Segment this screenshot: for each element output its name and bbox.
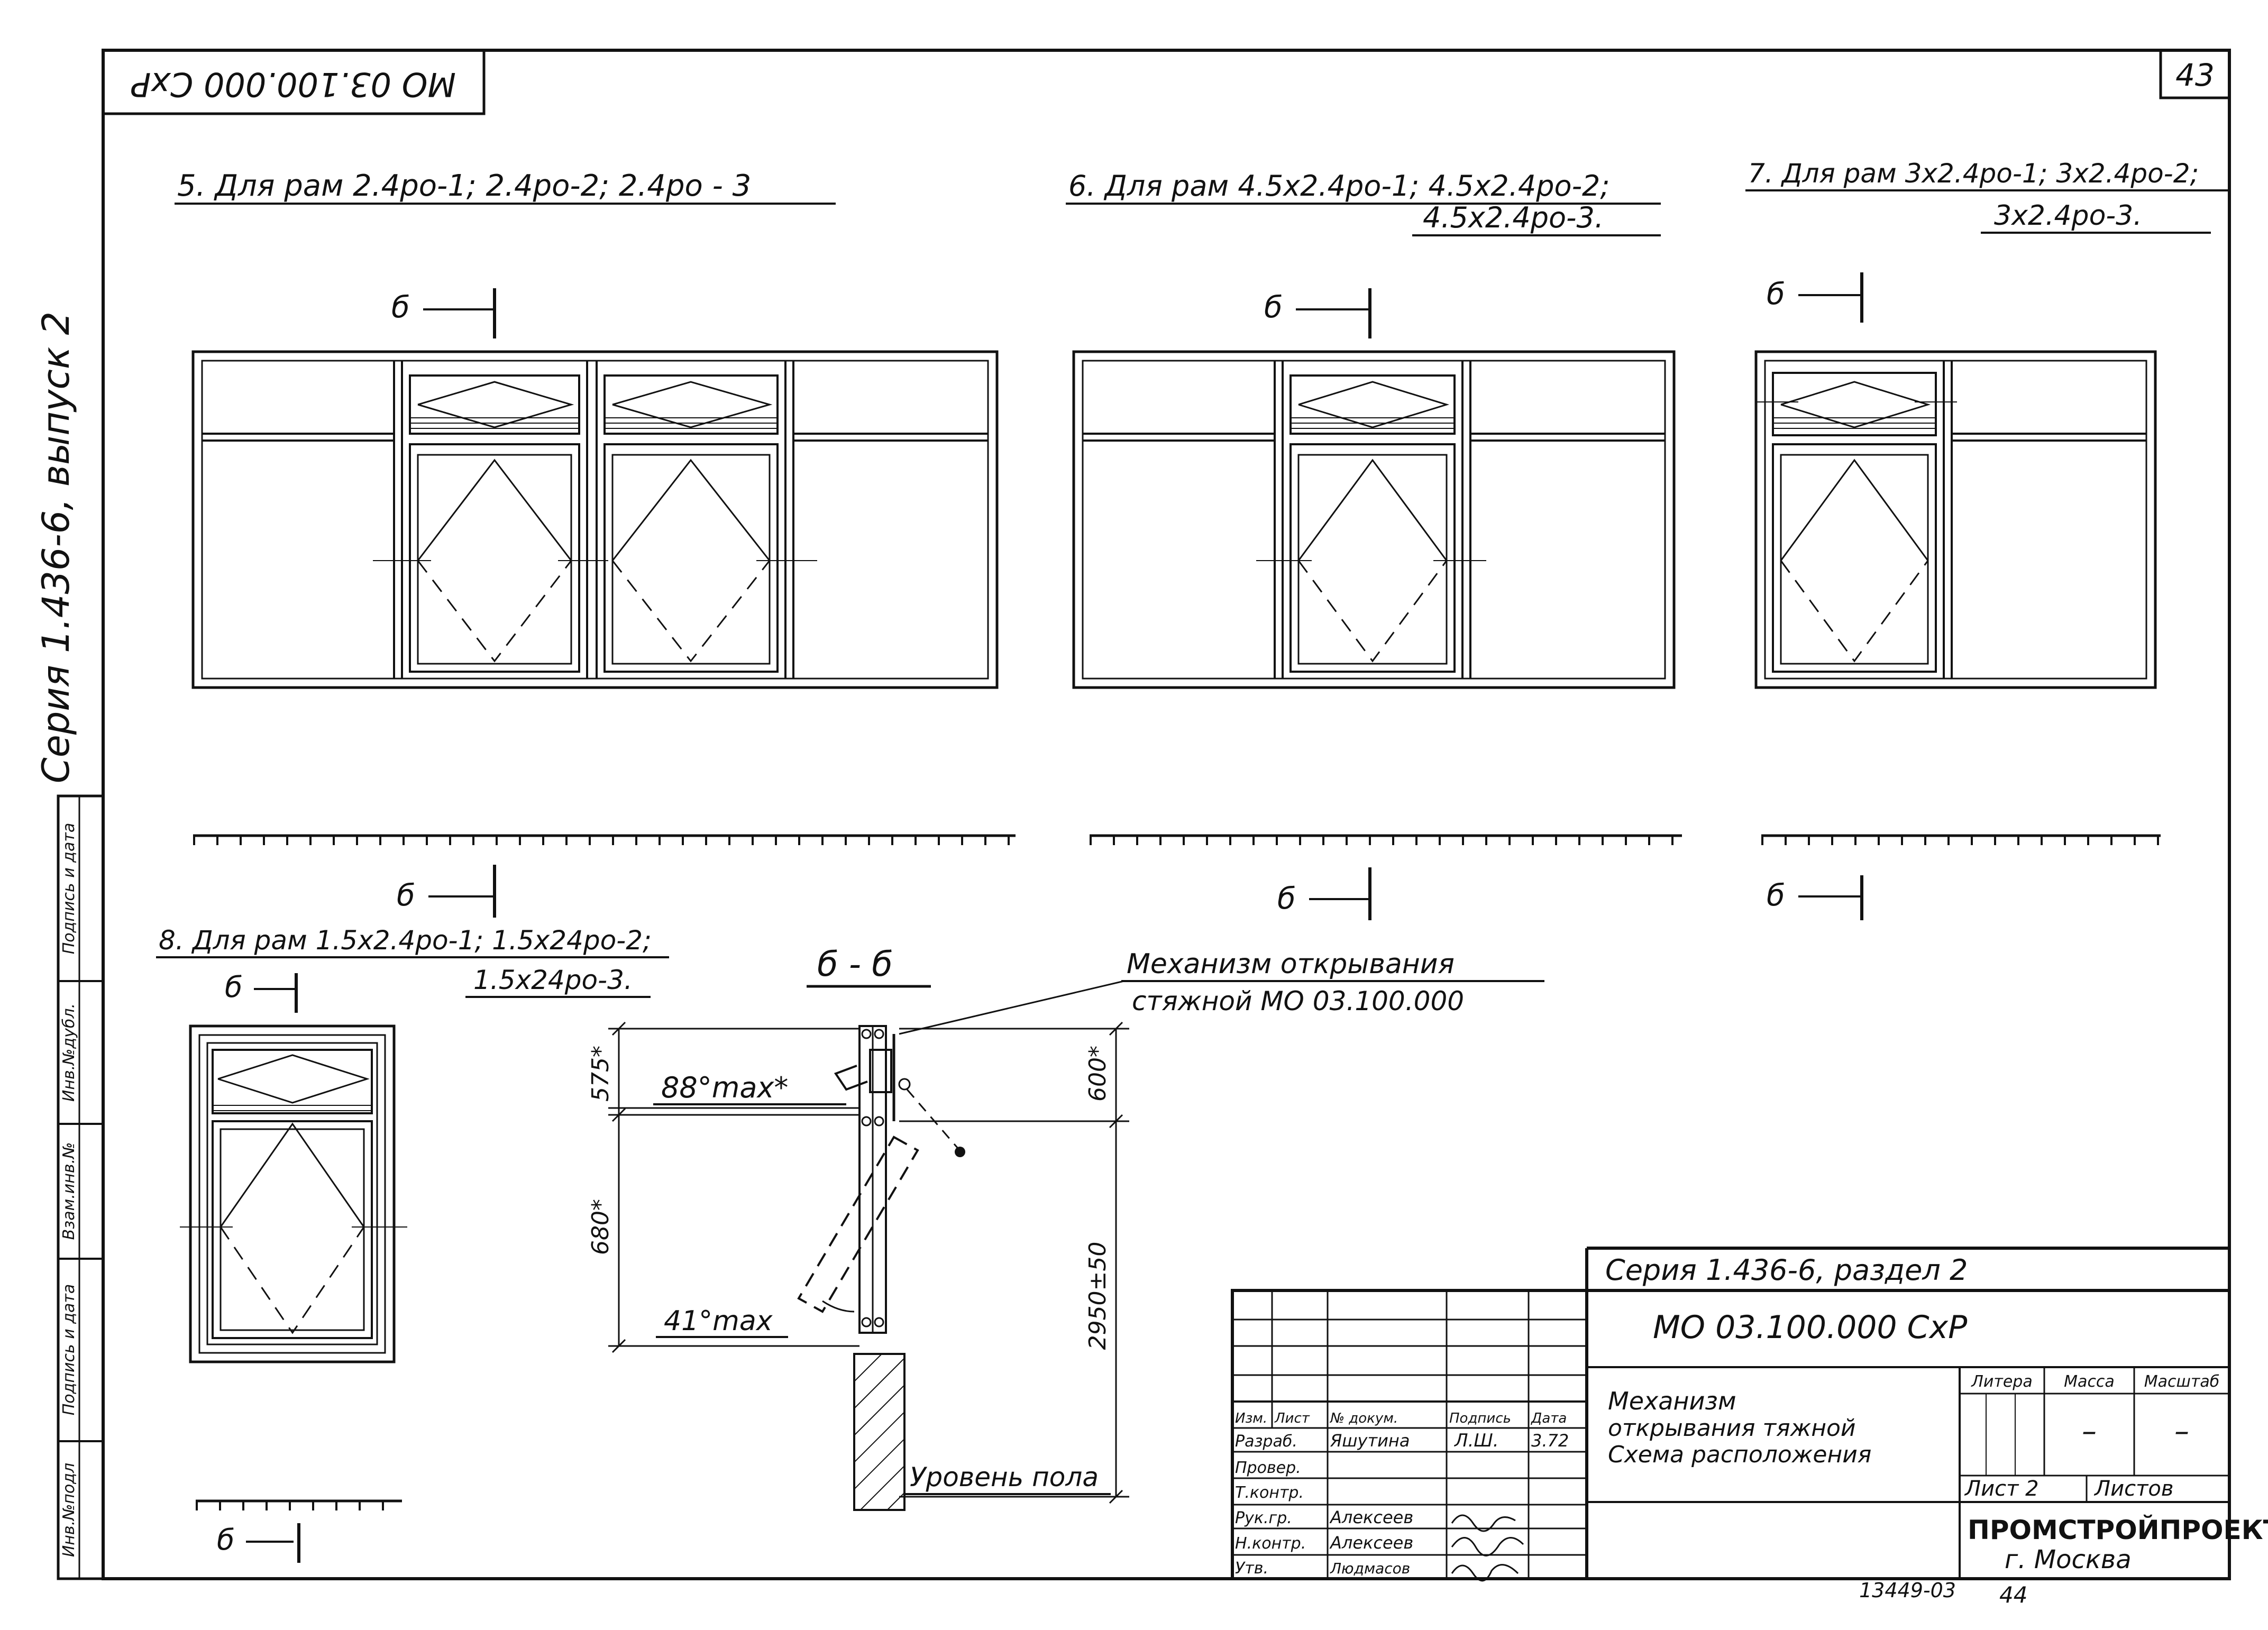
side-label-replace: Взам.инв.№ bbox=[60, 1142, 78, 1240]
section-8-title-1: 8. Для рам 1.5х2.4ро-1; 1.5х24ро-2; bbox=[159, 925, 652, 956]
stamp-code: МО 03.100.000 СхР bbox=[131, 65, 456, 104]
side-series-label: Серия 1.436-6, выпуск 2 bbox=[34, 312, 78, 783]
title-block bbox=[1231, 1247, 2231, 1580]
cut-mark-6-bottom: б bbox=[1277, 882, 1296, 916]
section-6: 6. Для рам 4.5х2.4ро-1; 4.5х2.4ро-2; 4.5… bbox=[1066, 169, 1682, 920]
tb-series: Серия 1.436-6, раздел 2 bbox=[1605, 1253, 1968, 1287]
side-label-sign-1: Подпись и дата bbox=[60, 1284, 78, 1416]
tb-sig-razrab: Л.Ш. bbox=[1453, 1430, 1499, 1451]
tb-role-nkontr: Н.контр. bbox=[1235, 1534, 1306, 1553]
section-6-title-2: 4.5х2.4ро-3. bbox=[1423, 201, 1604, 234]
tb-code: МО 03.100.000 СхР bbox=[1653, 1309, 1968, 1346]
dim-575: 575* bbox=[587, 1046, 614, 1102]
section-5: 5. Для рам 2.4ро-1; 2.4ро-2; 2.4ро - 3 б… bbox=[175, 169, 1016, 918]
tb-org: ПРОМСТРОЙПРОЕКТ bbox=[1968, 1514, 2268, 1545]
sheet-frame bbox=[57, 49, 2231, 1580]
tb-scale-value: – bbox=[2174, 1414, 2189, 1449]
tb-name-razrab: Яшутина bbox=[1330, 1431, 1410, 1451]
cut-mark-7-top: б bbox=[1767, 277, 1785, 312]
tb-header-izm: Изм. bbox=[1235, 1411, 1267, 1426]
mechanism-label-1: Механизм открывания bbox=[1127, 948, 1455, 980]
tb-sheet: Лист 2 bbox=[1964, 1477, 2039, 1501]
tb-role-razrab: Разраб. bbox=[1235, 1432, 1297, 1451]
tb-header-doc: № докум. bbox=[1329, 1411, 1398, 1426]
side-label-inv: Инв.№подл bbox=[60, 1463, 78, 1557]
tb-role-utv: Утв. bbox=[1235, 1559, 1268, 1578]
tb-col-massa: Масса bbox=[2064, 1372, 2115, 1391]
section-7-title-2: 3х2.4ро-3. bbox=[1994, 200, 2142, 232]
section-bb-title: б - б bbox=[817, 945, 893, 984]
tb-name-utv: Людмасов bbox=[1330, 1560, 1410, 1577]
section-8: 8. Для рам 1.5х2.4ро-1; 1.5х24ро-2; 1.5х… bbox=[156, 925, 669, 1563]
side-label-dup: Инв.№дубл. bbox=[60, 1003, 78, 1102]
tb-role-rukgr: Рук.гр. bbox=[1235, 1509, 1292, 1527]
tb-header-list: Лист bbox=[1274, 1411, 1310, 1426]
tb-role-prover: Провер. bbox=[1235, 1459, 1301, 1477]
section-8-title-2: 1.5х24ро-3. bbox=[473, 965, 633, 995]
tb-col-litera: Литера bbox=[1971, 1372, 2032, 1391]
section-bb: б - б Механизм открывания стяжной МО 03.… bbox=[587, 945, 1544, 1511]
tb-header-date: Дата bbox=[1531, 1411, 1567, 1426]
cut-mark-6-top: б bbox=[1264, 290, 1283, 325]
cut-mark-7-bottom: б bbox=[1767, 878, 1785, 913]
tb-col-scale: Масштаб bbox=[2144, 1372, 2220, 1391]
sheet-number: 43 bbox=[2175, 57, 2215, 93]
tb-name-3: Схема расположения bbox=[1608, 1441, 1871, 1468]
angle-top: 88°max* bbox=[661, 1071, 788, 1104]
angle-bottom: 41°max bbox=[664, 1305, 773, 1337]
side-label-sign-2: Подпись и дата bbox=[60, 823, 78, 955]
tb-role-tkontr: Т.контр. bbox=[1235, 1484, 1304, 1502]
cut-mark-8-top: б bbox=[225, 970, 242, 1004]
section-7: 7. Для рам 3х2.4ро-1; 3х2.4ро-2; 3х2.4ро… bbox=[1745, 158, 2228, 920]
tb-name-1: Механизм bbox=[1608, 1387, 1736, 1415]
tb-date-razrab: 3.72 bbox=[1531, 1431, 1569, 1451]
mechanism-label-2: стяжной МО 03.100.000 bbox=[1132, 986, 1464, 1017]
tb-city: г. Москва bbox=[2005, 1545, 2132, 1574]
floor-level: Уровень пола bbox=[910, 1462, 1099, 1492]
section-7-title-1: 7. Для рам 3х2.4ро-1; 3х2.4ро-2; bbox=[1748, 158, 2199, 189]
signatures bbox=[1451, 1514, 1524, 1582]
cut-mark-8-bottom: б bbox=[217, 1523, 234, 1556]
cut-mark-5-top: б bbox=[391, 290, 410, 325]
tb-name-2: открывания тяжной bbox=[1608, 1415, 1856, 1442]
tb-stamp-bottom-1: 13449-03 bbox=[1859, 1579, 1956, 1602]
dim-680: 680* bbox=[587, 1199, 614, 1255]
tb-stamp-bottom-2: 44 bbox=[1999, 1582, 2027, 1608]
tb-header-sign: Подпись bbox=[1449, 1411, 1511, 1426]
section-5-title: 5. Для рам 2.4ро-1; 2.4ро-2; 2.4ро - 3 bbox=[177, 169, 751, 203]
cut-mark-5-bottom: б bbox=[397, 878, 415, 913]
dim-600: 600* bbox=[1084, 1046, 1111, 1102]
tb-name-nkontr: Алексеев bbox=[1329, 1533, 1413, 1553]
dim-2950: 2950±50 bbox=[1084, 1242, 1111, 1350]
tb-sheets: Листов bbox=[2093, 1477, 2173, 1501]
section-6-title-1: 6. Для рам 4.5х2.4ро-1; 4.5х2.4ро-2; bbox=[1068, 169, 1610, 203]
tb-name-rukgr: Алексеев bbox=[1329, 1507, 1413, 1527]
tb-massa-value: – bbox=[2082, 1414, 2097, 1449]
